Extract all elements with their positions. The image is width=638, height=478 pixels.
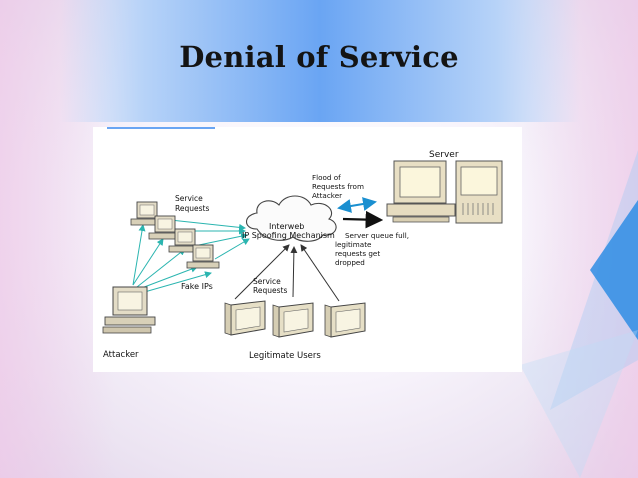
fake-ip-computer (148, 215, 182, 240)
legitimate-user-computer (224, 300, 266, 336)
service-requests-label-bottom: Service Requests (253, 277, 287, 295)
attacker-computer (102, 286, 156, 334)
legit-to-cloud-arrows (234, 244, 340, 302)
server-icon (386, 160, 503, 224)
dos-diagram: Server Flood of Requests from Attacker S… (93, 127, 522, 372)
flood-arrow (337, 197, 377, 213)
interweb-cloud (245, 195, 337, 242)
legitimate-user-computer (272, 302, 314, 338)
slide-title: Denial of Service (179, 40, 459, 74)
figure-top-strip (107, 127, 215, 129)
title-band (60, 0, 580, 122)
legitimate-users-label: Legitimate Users (249, 351, 321, 361)
fake-ips-label: Fake IPs (181, 282, 213, 291)
service-requests-label-top: Service Requests (175, 194, 209, 213)
legitimate-user-computer (324, 302, 366, 338)
queue-full-label: Server queue full, legitimate requests g… (335, 231, 411, 267)
interweb-label: Interweb (269, 222, 304, 231)
flood-label: Flood of Requests from Attacker (312, 173, 366, 200)
attacker-label: Attacker (103, 350, 139, 360)
server-label: Server (429, 150, 459, 160)
attacker-to-fake-arrows (132, 218, 250, 294)
ip-spoofing-label: IP Spoofing Mechanism (242, 231, 335, 240)
fake-ip-computer (168, 228, 202, 253)
queue-arrow (342, 210, 384, 229)
fake-ip-computer (186, 244, 220, 269)
